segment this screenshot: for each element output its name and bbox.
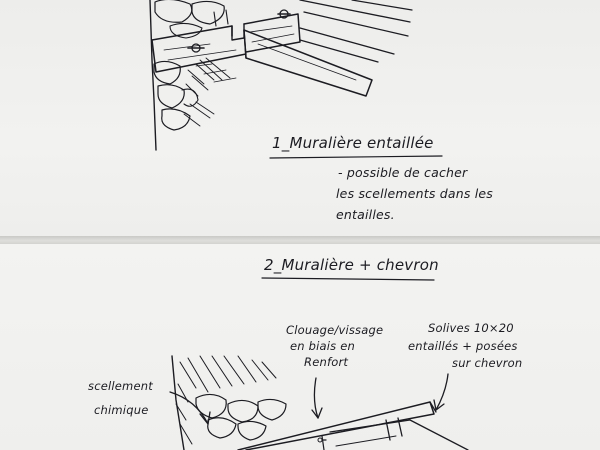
section-1-note-line-2: les scellements dans les	[336, 186, 494, 201]
title-2-underline	[261, 277, 435, 281]
label-fixing-line-1: Clouage/vissage	[286, 323, 384, 337]
section-1-note-line-1: - possible de cacher	[338, 165, 468, 180]
label-joists-line-1: Solives 10×20	[428, 321, 514, 335]
label-joists-line-2: entaillés + posées	[408, 339, 518, 353]
title-1-underline	[269, 155, 443, 159]
label-fixing-line-2: en biais en	[290, 339, 355, 353]
section-2-title: 2_Muralière + chevron	[264, 256, 439, 274]
drawing-wall-plate-notched	[149, 0, 413, 151]
section-1-note-line-3: entailles.	[336, 207, 395, 222]
label-fixing-line-3: Renfort	[304, 355, 349, 369]
label-joists-line-3: sur chevron	[452, 356, 523, 370]
label-anchor-line-2: chimique	[94, 403, 149, 417]
paper-fold-line	[0, 236, 600, 245]
drawing-wall-plate-chevron	[169, 355, 469, 450]
label-anchor-line-1: scellement	[88, 379, 153, 393]
section-1-title: 1_Muralière entaillée	[272, 134, 434, 152]
